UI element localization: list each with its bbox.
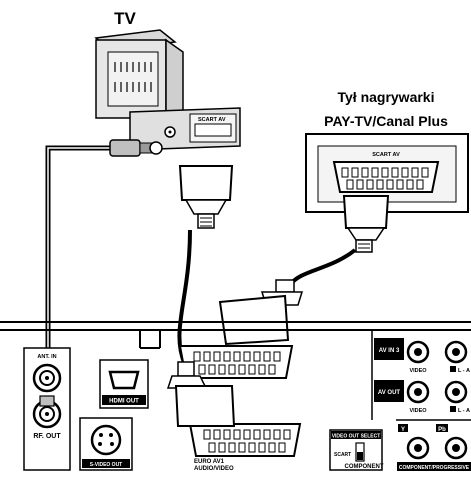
- ant-in-label: ANT. IN: [37, 354, 56, 360]
- video-label-1: VIDEO: [409, 368, 427, 374]
- y-label: Y: [401, 427, 405, 433]
- video-out-select-label: VIDEO OUT SELECT: [332, 434, 381, 440]
- av-jacks: AV IN 3 VIDEO L - A AV OUT VIDEO L - A Y…: [371, 330, 471, 471]
- antenna-terminals: ANT. IN RF. OUT: [23, 347, 71, 471]
- recorder-scart-top: [178, 345, 294, 379]
- video-label-2: VIDEO: [409, 408, 427, 414]
- svg-text:SCART AV: SCART AV: [198, 117, 226, 123]
- component-switch-label: COMPONENT: [345, 464, 384, 470]
- l-label-2: L - A: [458, 408, 470, 414]
- euro-av1-sub-label: AUDIO/VIDEO: [194, 466, 234, 472]
- rf-cable: [45, 139, 163, 400]
- av-in-3-label: AV IN 3: [379, 348, 400, 354]
- recorder-back-label: Tył nagrywarki: [337, 89, 434, 105]
- euro-av1-label: EURO AV1: [194, 459, 225, 465]
- component-progressive-label: COMPONENT/PROGRESSIVE: [399, 465, 470, 471]
- scart-av-label: SCART AV: [372, 152, 400, 158]
- paytv-box: SCART AV: [305, 133, 469, 213]
- hdmi-out-label: HDMI OUT: [109, 399, 139, 405]
- svideo-out-label: S-VIDEO OUT: [90, 462, 123, 468]
- rf-out-plug: [39, 395, 55, 407]
- av-out-label: AV OUT: [378, 390, 401, 396]
- svideo-out-port: S-VIDEO OUT: [79, 417, 133, 471]
- tv-scart-plug-recorder: [166, 361, 236, 427]
- recorder-panel: [0, 321, 471, 349]
- paytv-label: PAY-TV/Canal Plus: [324, 113, 448, 129]
- scart-switch-label: SCART: [334, 452, 351, 458]
- recorder-scart-bottom: EURO AV1 AUDIO/VIDEO: [188, 423, 302, 472]
- rf-out-label: RF. OUT: [33, 433, 61, 440]
- video-out-select: VIDEO OUT SELECT SCART COMPONENT: [329, 429, 384, 471]
- l-label-1: L - A: [458, 368, 470, 374]
- tv-label: TV: [114, 9, 136, 28]
- pb-label: Pb: [438, 427, 446, 433]
- tv-set: SCART AV: [94, 29, 241, 151]
- hdmi-out-port: HDMI OUT: [99, 359, 149, 409]
